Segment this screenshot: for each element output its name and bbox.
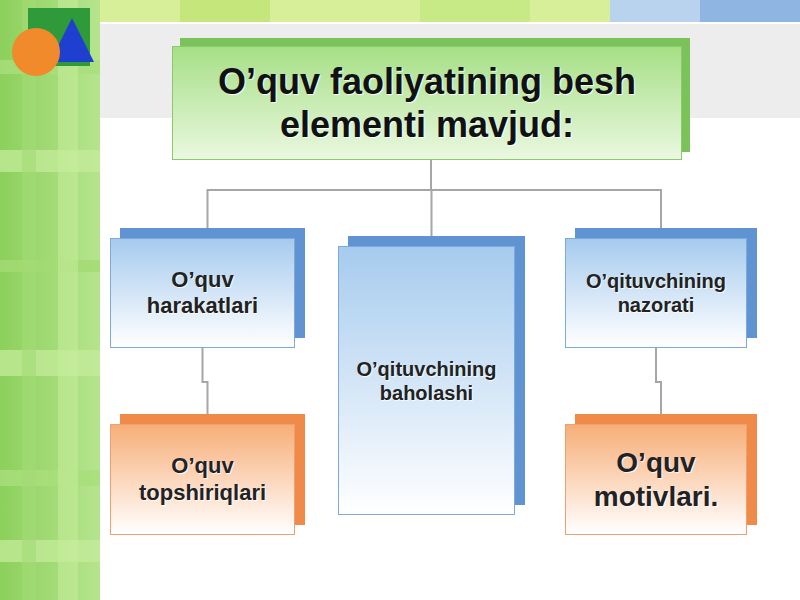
top-band-block — [420, 0, 530, 22]
process-box: O’quv harakatlari — [110, 238, 295, 348]
plaid-stripe — [0, 540, 100, 562]
top-band-block — [180, 0, 270, 22]
connector-line — [656, 348, 661, 414]
plaid-stripe — [0, 260, 100, 272]
side-strip — [0, 0, 100, 600]
box-label: O’qituvchining baholashi — [345, 357, 508, 405]
connector-line — [203, 348, 208, 414]
box-label: O’quv topshiriqlari — [117, 453, 288, 506]
box-label: O’qituvchining nazorati — [572, 269, 740, 317]
title-box: O’quv faoliyatining besh elementi mavjud… — [172, 46, 682, 160]
title-text: O’quv faoliyatining besh elementi mavjud… — [179, 60, 675, 146]
box-label: O’quv motivlari. — [572, 446, 740, 513]
process-box: O’qituvchining nazorati — [565, 238, 747, 348]
box-label: O’quv harakatlari — [117, 267, 288, 320]
plaid-stripe — [0, 150, 100, 172]
process-box: O’quv topshiriqlari — [110, 424, 295, 535]
top-band — [100, 0, 610, 22]
process-box: O’quv motivlari. — [565, 424, 747, 535]
process-box: O’qituvchining baholashi — [338, 246, 515, 515]
plaid-stripe — [0, 470, 100, 486]
plaid-stripe — [58, 0, 78, 600]
top-blue-band — [610, 0, 800, 22]
connector-line — [208, 160, 432, 228]
logo-circle — [12, 28, 60, 76]
plaid-stripe — [22, 0, 36, 600]
top-blue-band — [700, 0, 800, 22]
plaid-stripe — [0, 350, 100, 376]
connector-line — [431, 160, 661, 228]
